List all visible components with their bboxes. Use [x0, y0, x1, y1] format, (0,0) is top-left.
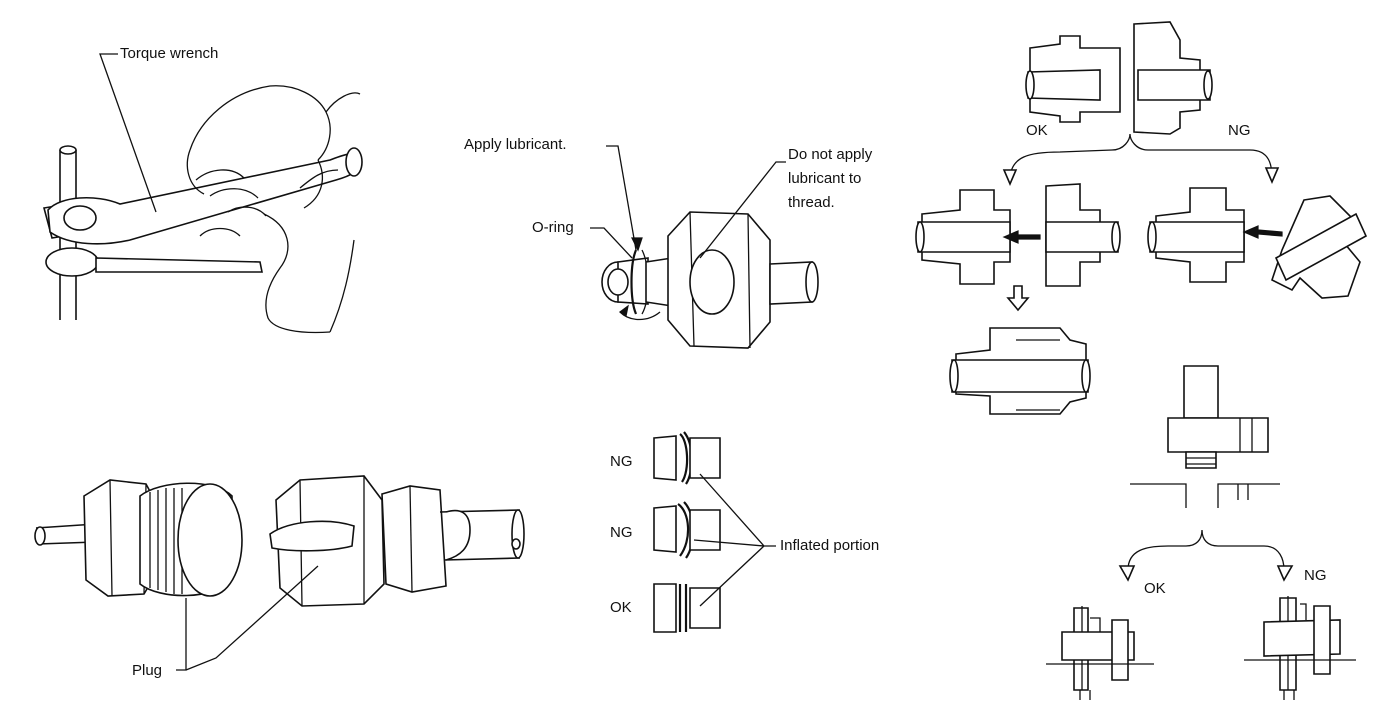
inflated-portion-label: Inflated portion — [780, 537, 880, 554]
o-ring-inspection — [653, 431, 721, 633]
do-not-apply-label-line3: thread. — [788, 194, 835, 211]
ring-ok-label: OK — [610, 599, 632, 616]
flare-ok-label: OK — [1144, 580, 1166, 597]
inflated-portion-leaders — [693, 473, 776, 607]
flare-connection-diagram — [1046, 365, 1356, 700]
torque-wrench-leader-line — [99, 53, 157, 213]
flare-ng-label: NG — [1304, 567, 1327, 584]
do-not-apply-leader — [699, 161, 786, 259]
apply-lubricant-label: Apply lubricant. — [464, 136, 567, 153]
plug-label: Plug — [132, 662, 163, 679]
plug-illustration — [34, 475, 525, 607]
plug-leader-line — [176, 565, 319, 671]
torque-wrench-label: Torque wrench — [120, 45, 219, 62]
ring-ng-label-1: NG — [610, 453, 633, 470]
o-ring-label: O-ring — [532, 219, 574, 236]
torque-wrench-illustration — [43, 85, 363, 334]
connector-ng-label: NG — [1228, 122, 1251, 139]
connector-diagram — [915, 21, 1368, 415]
o-ring-leader — [590, 227, 633, 259]
o-ring-illustration — [601, 211, 819, 349]
ring-ng-label-2: NG — [610, 524, 633, 541]
apply-lubricant-leader — [606, 145, 637, 251]
connector-ok-label: OK — [1026, 122, 1048, 139]
do-not-apply-label-line1: Do not apply — [788, 146, 873, 163]
do-not-apply-label-line2: lubricant to — [788, 170, 862, 187]
